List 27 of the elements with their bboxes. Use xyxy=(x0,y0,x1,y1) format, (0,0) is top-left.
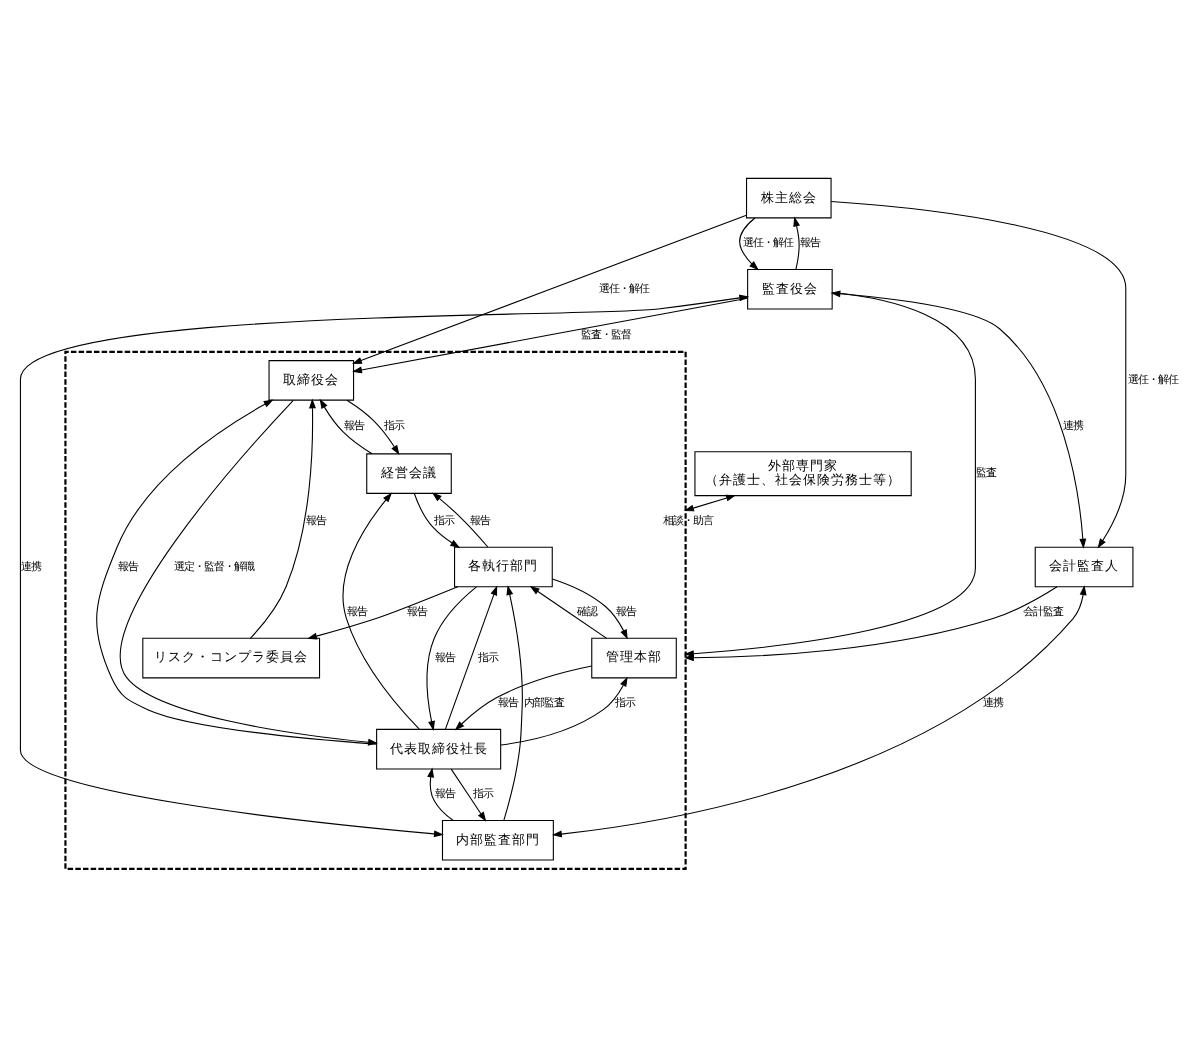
arrow xyxy=(413,491,461,547)
arrow xyxy=(319,397,373,454)
arrow xyxy=(431,491,489,547)
arrow xyxy=(342,491,420,729)
arrow xyxy=(503,584,523,820)
arrow xyxy=(427,766,454,821)
arrow xyxy=(346,398,400,454)
arrow xyxy=(500,675,628,745)
arrow xyxy=(454,664,593,730)
arrow xyxy=(551,577,628,639)
arrow xyxy=(830,200,1127,548)
arrow xyxy=(683,585,1058,661)
arrow xyxy=(683,290,976,657)
arrow xyxy=(352,213,747,363)
arrow xyxy=(444,584,498,729)
arrow xyxy=(426,585,478,731)
arrow xyxy=(739,216,759,270)
arrow xyxy=(793,215,800,269)
arrow xyxy=(551,584,1087,837)
arrow xyxy=(529,585,607,638)
arrow xyxy=(19,293,750,837)
arrow xyxy=(249,397,316,638)
arrow xyxy=(684,493,736,511)
arrow xyxy=(450,767,487,821)
arrow xyxy=(352,296,748,373)
arrow xyxy=(307,585,459,639)
arrow xyxy=(830,289,1087,548)
